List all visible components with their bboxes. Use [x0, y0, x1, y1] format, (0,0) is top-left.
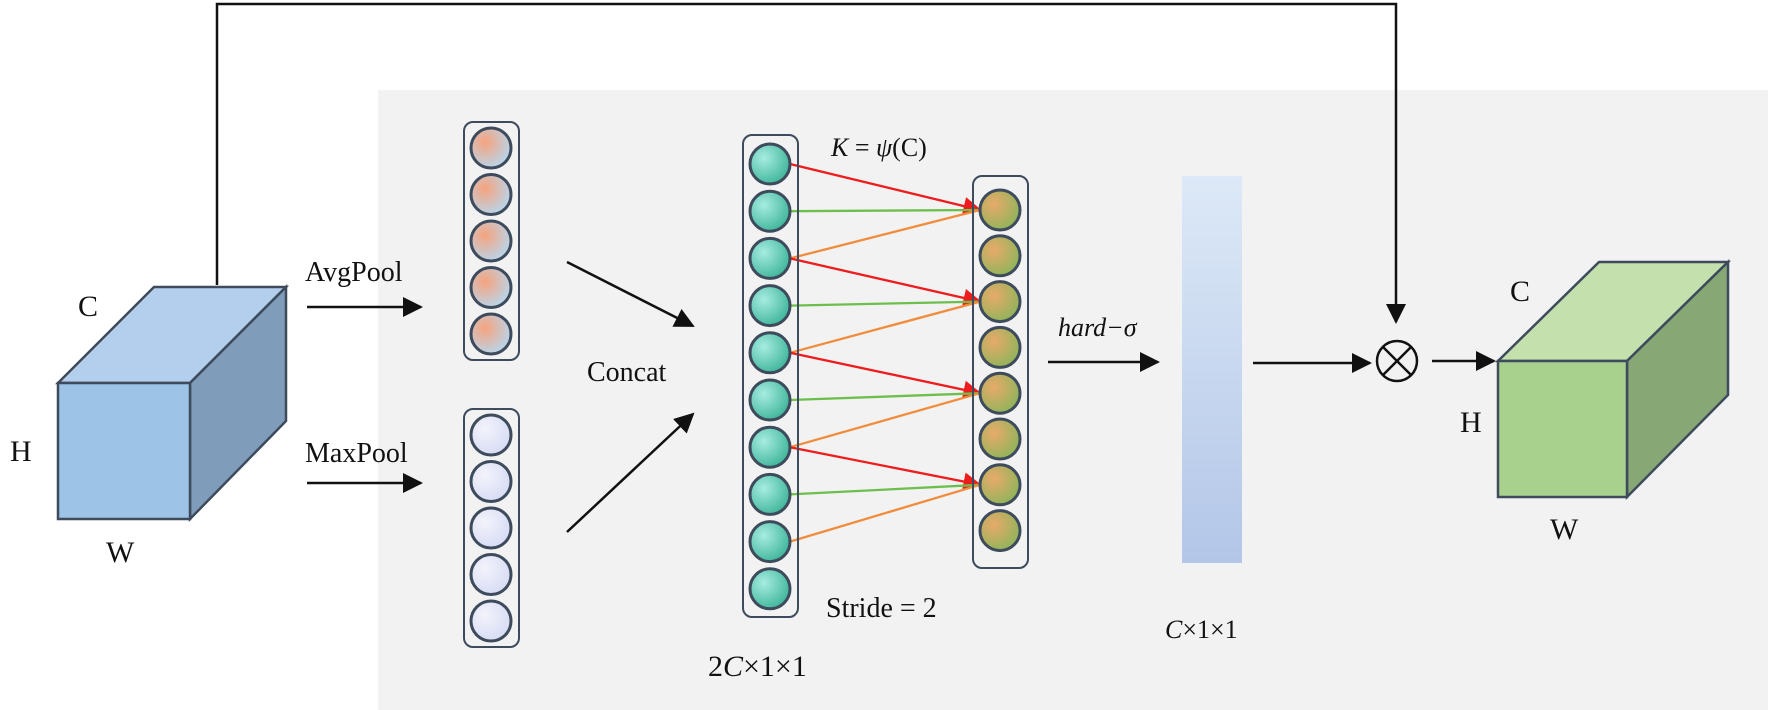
avgpool-label: AvgPool	[305, 257, 403, 288]
input-cube-w-label: W	[106, 536, 135, 569]
maxpool-vector-frame	[463, 408, 520, 648]
conv1d-edge	[789, 257, 982, 307]
output-cube-c-label: C	[1510, 275, 1530, 308]
concat-dimension-label: 2C×1×1	[708, 650, 807, 683]
conv1d-edge	[789, 483, 981, 496]
maxpool-node	[469, 460, 513, 503]
conv1d-edge	[789, 162, 982, 216]
concat-node	[748, 520, 792, 564]
concat-node	[748, 567, 792, 611]
output-cube-w-label: W	[1550, 513, 1579, 546]
conv-output-node	[978, 417, 1022, 461]
kernel-size-label: K = ψ(C)	[830, 133, 927, 162]
conv-output-vector-frame	[972, 175, 1029, 569]
concat-vector-frame	[742, 134, 799, 618]
maxpool-vector-nodes	[469, 413, 513, 643]
conv1d-edge	[789, 446, 982, 491]
conv1d-edge	[789, 392, 981, 402]
avgpool-node	[469, 266, 513, 309]
conv-output-node	[978, 280, 1022, 324]
concat-node	[748, 472, 792, 516]
conv1d-edge	[789, 483, 981, 543]
concat-vector-nodes	[748, 142, 792, 611]
multiply-operator-icon	[1375, 339, 1419, 383]
concat-node	[748, 378, 792, 422]
input-cube-h-label: H	[10, 435, 32, 468]
concat-label: Concat	[587, 357, 667, 388]
concat-node	[748, 425, 792, 469]
avgpool-node	[469, 126, 513, 170]
maxpool-node	[469, 553, 513, 596]
input-feature-cube	[54, 283, 290, 523]
conv-output-node	[978, 371, 1022, 415]
concat-node	[748, 284, 792, 328]
conv-output-node	[978, 234, 1022, 278]
maxpool-label: MaxPool	[305, 438, 408, 469]
stride-label: Stride = 2	[826, 593, 937, 624]
avgpool-node	[469, 219, 513, 263]
conv1d-edge	[789, 392, 981, 449]
conv-output-node	[978, 188, 1022, 232]
maxpool-node	[469, 599, 513, 643]
concat-node	[748, 236, 792, 280]
concat-arrow-top	[566, 260, 695, 328]
avgpool-vector-nodes	[469, 126, 513, 356]
conv-output-node	[978, 509, 1022, 553]
maxpool-node	[469, 506, 513, 550]
concat-node	[748, 331, 792, 375]
avgpool-node	[469, 312, 513, 356]
avgpool-node	[469, 173, 513, 216]
attention-weight-bar	[1182, 176, 1242, 563]
weight-dimension-label: C×1×1	[1165, 615, 1238, 644]
output-cube-h-label: H	[1460, 406, 1482, 439]
input-cube-c-label: C	[78, 290, 98, 323]
activation-label: hard−σ	[1058, 313, 1138, 342]
conv1d-edge	[789, 351, 982, 399]
conv1d-edge	[789, 208, 981, 213]
output-feature-cube	[1494, 259, 1732, 501]
conv-output-vector-nodes	[978, 188, 1022, 553]
concat-node	[748, 142, 792, 186]
conv1d-edge	[789, 208, 981, 260]
concat-node	[748, 189, 792, 233]
concat-arrow-bottom	[566, 412, 695, 533]
skip-connection-arrow	[215, 2, 1406, 324]
conv1d-edge	[789, 300, 981, 354]
conv-output-node	[978, 325, 1022, 369]
conv-output-node	[978, 463, 1022, 507]
maxpool-node	[469, 413, 513, 457]
avgpool-vector-frame	[463, 121, 520, 361]
conv1d-edges	[789, 162, 982, 543]
conv1d-edge	[789, 300, 981, 307]
